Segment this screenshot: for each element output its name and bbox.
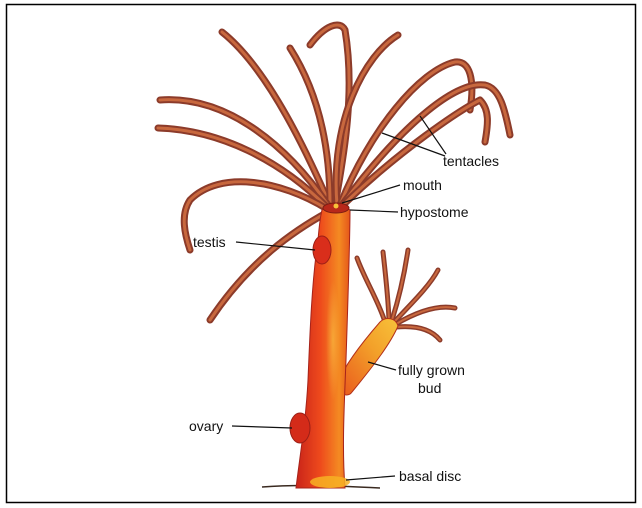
label-bud-line2: bud <box>418 380 441 396</box>
ovary <box>290 413 310 443</box>
label-basal-disc: basal disc <box>399 468 461 484</box>
label-hypostome: hypostome <box>400 204 469 220</box>
label-testis: testis <box>193 234 226 250</box>
label-tentacles: tentacles <box>443 153 499 169</box>
label-bud-line1: fully grown <box>398 362 465 378</box>
label-mouth: mouth <box>403 177 442 193</box>
label-ovary: ovary <box>189 418 223 434</box>
testis <box>313 236 331 264</box>
mouth <box>334 204 339 209</box>
basal-disc <box>310 476 350 488</box>
body-highlight <box>326 280 340 400</box>
